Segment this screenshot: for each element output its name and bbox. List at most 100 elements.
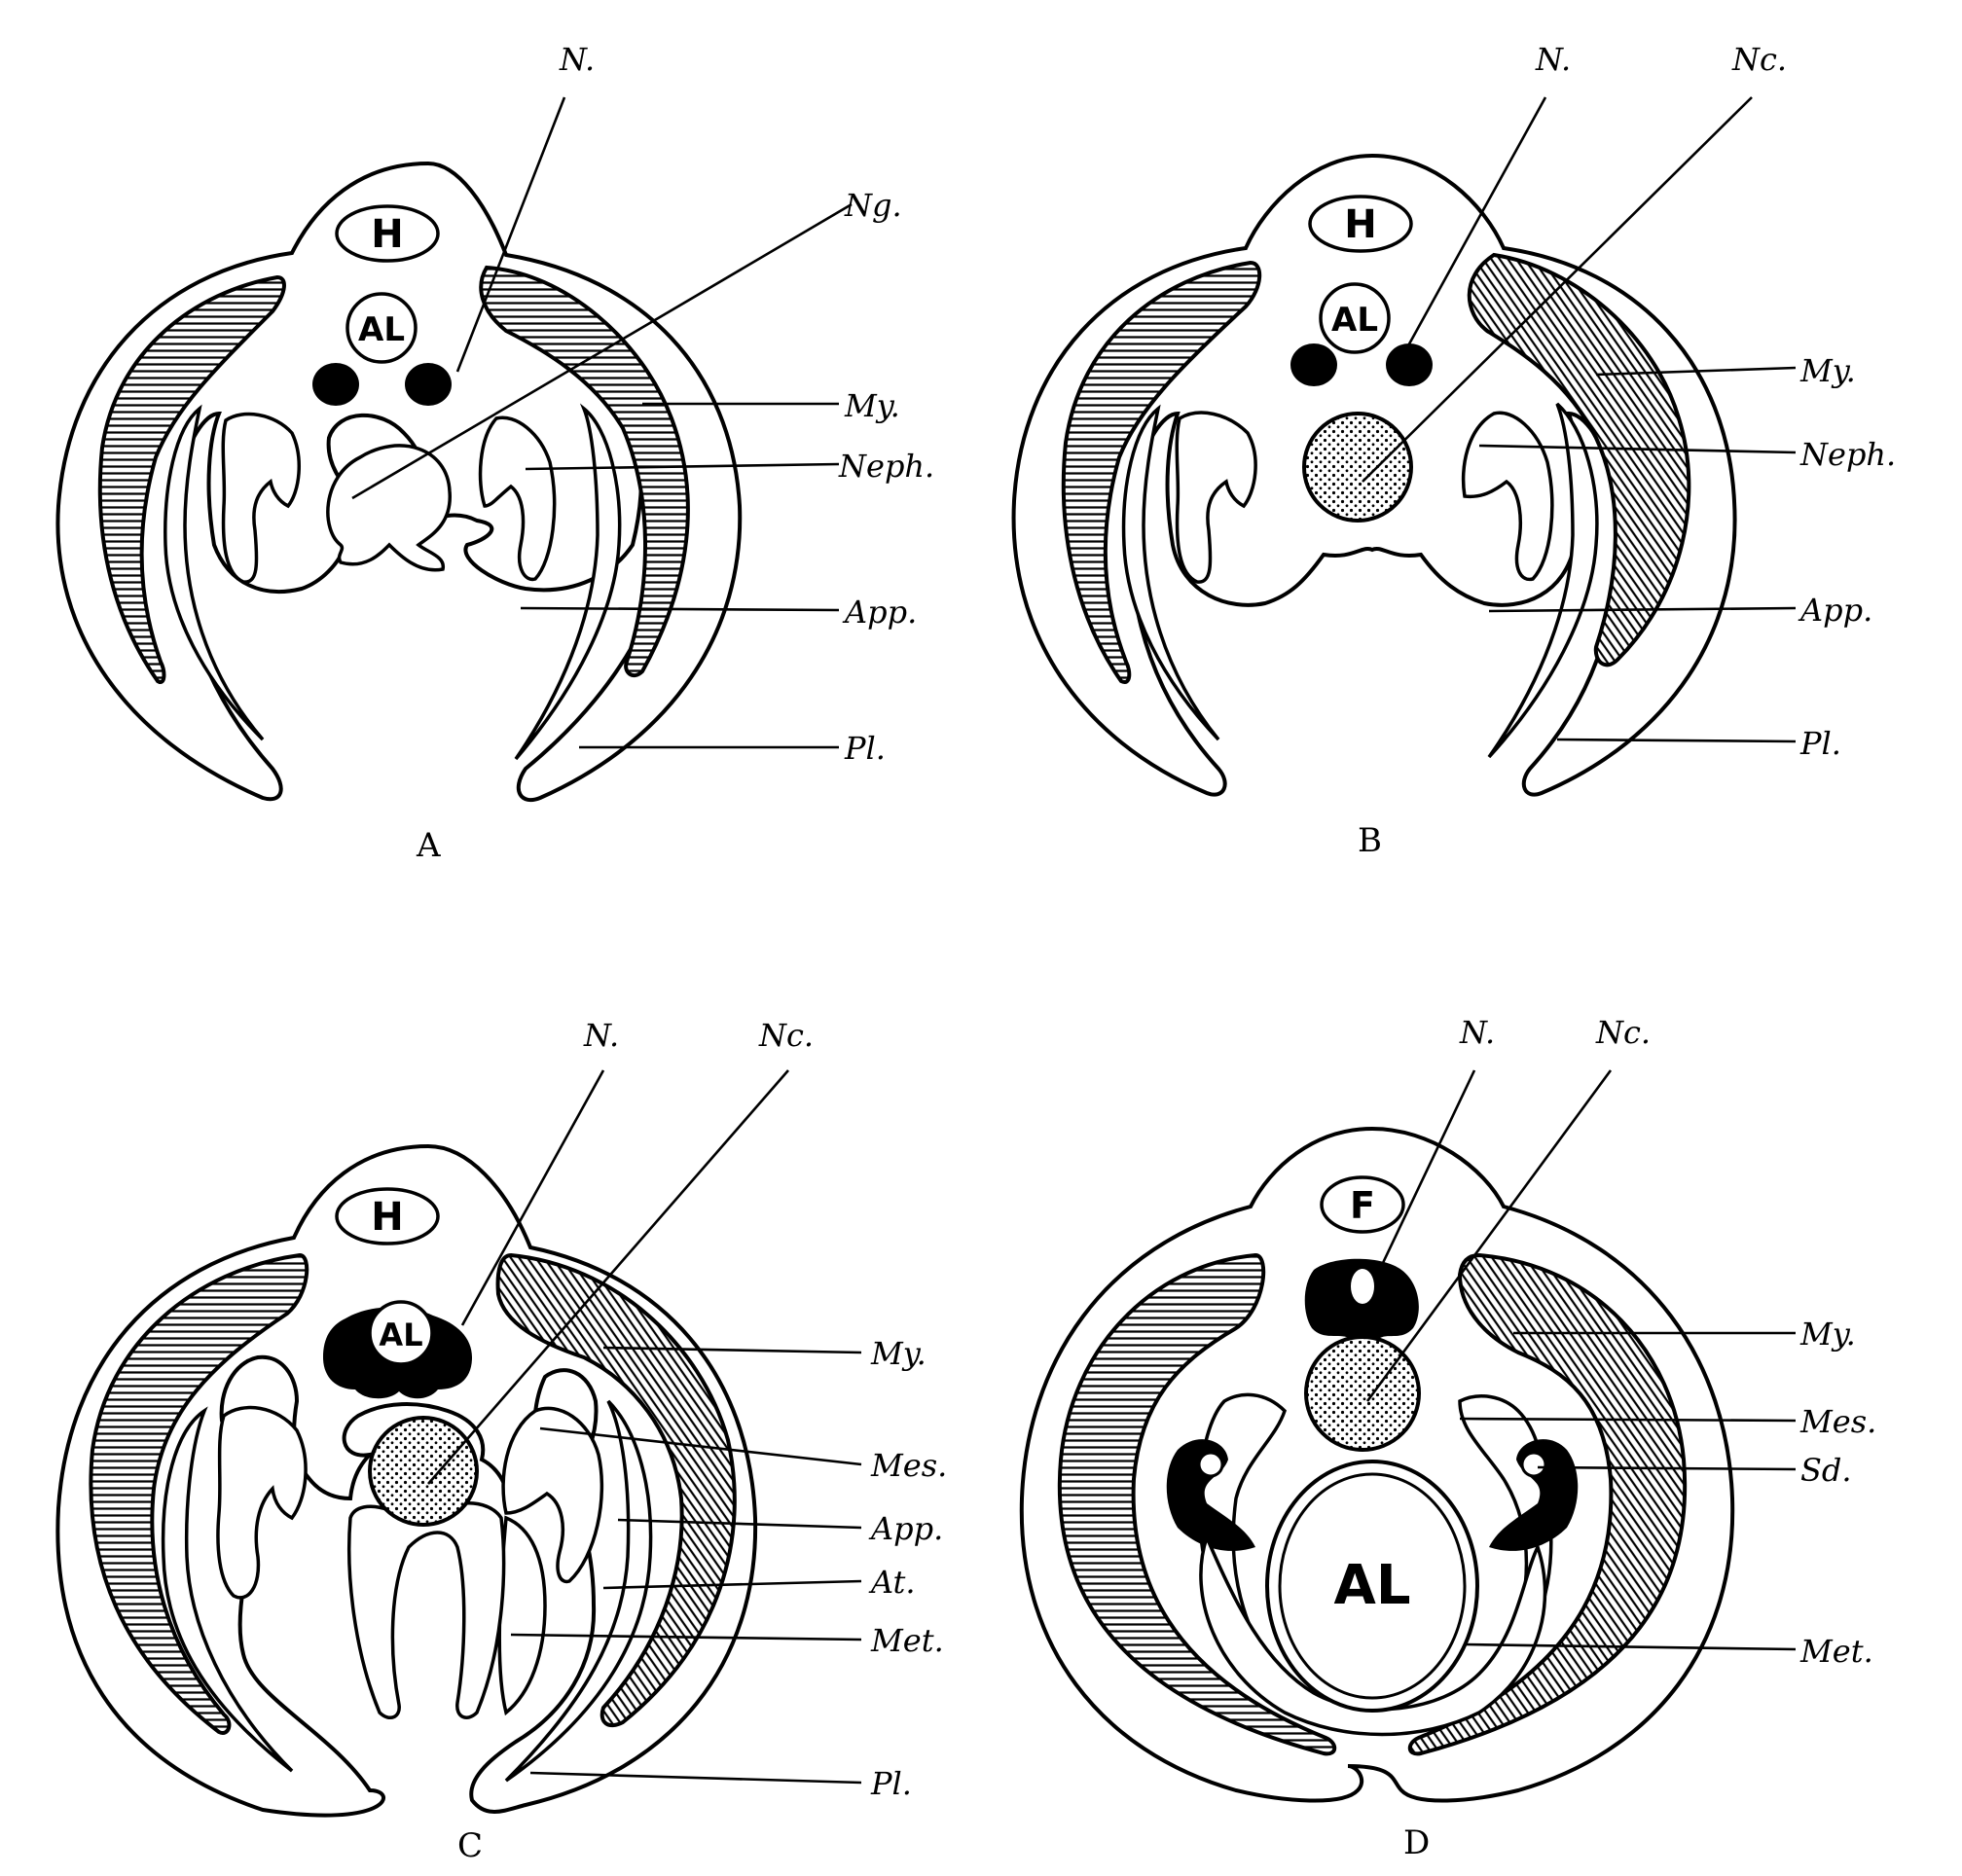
organ-h: H	[371, 212, 403, 257]
leader-pl	[1556, 738, 1797, 743]
notochord	[1304, 1335, 1421, 1452]
notochord	[368, 1416, 479, 1527]
label-pl: Pl.	[870, 1765, 912, 1802]
leader-sd	[1537, 1465, 1797, 1471]
leader-at	[602, 1579, 862, 1590]
nephridium-left	[1175, 411, 1257, 584]
myotome-right	[495, 1252, 737, 1728]
label-mes: Mes.	[1799, 1403, 1876, 1440]
label-met: Met.	[1799, 1633, 1873, 1670]
label-met: Met.	[870, 1622, 944, 1659]
nerve-right	[405, 363, 452, 406]
leader-n	[455, 96, 566, 373]
leader-n	[1399, 96, 1547, 359]
label-n: N.	[583, 1017, 619, 1054]
leader-ng	[351, 202, 853, 500]
panel-caption: D	[1403, 1823, 1430, 1862]
gonad-left	[1166, 1439, 1255, 1551]
organ-f: F	[1350, 1184, 1375, 1227]
organ-f-outline	[1320, 1175, 1405, 1234]
leader-app	[520, 606, 840, 612]
label-my: My.	[844, 387, 900, 424]
label-ng: Ng.	[844, 187, 902, 224]
myotome-left	[1057, 1252, 1337, 1756]
leader-my	[602, 1346, 862, 1354]
label-mes: Mes.	[870, 1447, 947, 1484]
label-neph: Neph.	[838, 448, 934, 485]
nephridium-right	[1461, 411, 1554, 582]
panel-b: H AL N. Nc. My. Neph. App. Pl. B	[1011, 41, 1896, 860]
organ-al: AL	[358, 310, 405, 349]
label-nc: Nc.	[1595, 1014, 1651, 1051]
gonad-right-lumen	[1520, 1451, 1547, 1478]
leader-app	[1488, 606, 1797, 613]
label-sd: Sd.	[1800, 1452, 1852, 1489]
myotome-right	[479, 265, 690, 678]
label-app: App.	[842, 594, 917, 631]
label-at: At.	[868, 1564, 916, 1601]
label-nc: Nc.	[758, 1017, 814, 1054]
mesentery-right	[501, 1406, 604, 1584]
nerve-left	[312, 363, 359, 406]
label-nc: Nc.	[1731, 41, 1787, 78]
myotome-left	[89, 1252, 309, 1735]
leader-n	[460, 1069, 605, 1326]
organ-h-outline	[335, 1187, 440, 1245]
label-app: App.	[1798, 592, 1872, 629]
leader-pl	[529, 1771, 862, 1785]
notochord	[1302, 412, 1413, 523]
nerve-left	[1290, 343, 1337, 386]
gut-al-inner	[1278, 1472, 1467, 1700]
nephridium-right	[478, 415, 557, 582]
label-pl: Pl.	[844, 730, 886, 767]
pleura-left	[161, 1406, 294, 1773]
label-app: App.	[868, 1510, 943, 1547]
leader-nc	[1362, 96, 1753, 483]
leader-met	[510, 1633, 862, 1642]
nerve-canal	[1351, 1269, 1374, 1304]
label-n: N.	[1459, 1014, 1495, 1051]
nephridium-left	[221, 412, 301, 584]
leader-nc	[1365, 1069, 1613, 1402]
pleura-left	[164, 404, 265, 741]
leader-met	[1464, 1642, 1797, 1651]
nerve-right	[1386, 343, 1433, 386]
organ-al: AL	[1331, 301, 1378, 340]
metapleural-cavity	[347, 1501, 506, 1720]
panel-caption: B	[1358, 821, 1382, 860]
organ-h-outline	[335, 204, 440, 263]
pleura-left	[1121, 404, 1220, 741]
organ-al-outline	[345, 292, 418, 364]
panel-a: H AL N. Ng. My. Neph. App. Pl. A	[55, 41, 934, 865]
gonad-left-lumen	[1197, 1451, 1224, 1478]
pleura-right	[514, 403, 622, 761]
label-pl: Pl.	[1799, 725, 1841, 762]
mesentery-left	[216, 1405, 308, 1600]
label-my: My.	[1799, 352, 1856, 389]
myotome-left	[97, 274, 286, 684]
atrium-right	[497, 1515, 547, 1716]
organ-h: H	[1344, 202, 1376, 247]
organ-h-outline	[1308, 195, 1413, 253]
label-n: N.	[559, 41, 595, 78]
pleura-right	[1487, 402, 1599, 759]
organ-al-outline	[1319, 282, 1391, 354]
neural-groove	[326, 444, 452, 572]
leader-mes	[1459, 1417, 1797, 1423]
label-my: My.	[1799, 1316, 1856, 1353]
leader-mes	[539, 1426, 862, 1466]
panel-c: H AL N. Nc. My. Mes. App. At. Met. Pl. C	[55, 1017, 947, 1865]
leader-app	[617, 1518, 862, 1530]
panel-d: AL F N. Nc. My. Mes. Sd. Met. D	[1019, 1014, 1876, 1862]
leader-my	[1595, 366, 1797, 377]
myotome-right	[1467, 252, 1691, 667]
leader-neph	[1478, 444, 1797, 454]
myotome-left	[1061, 260, 1262, 684]
leader-n	[1380, 1069, 1476, 1266]
panel-caption: A	[416, 826, 441, 865]
organ-al: AL	[1333, 1554, 1410, 1617]
organ-al-outline	[368, 1300, 434, 1366]
label-neph: Neph.	[1799, 436, 1896, 473]
organ-h: H	[371, 1195, 403, 1240]
